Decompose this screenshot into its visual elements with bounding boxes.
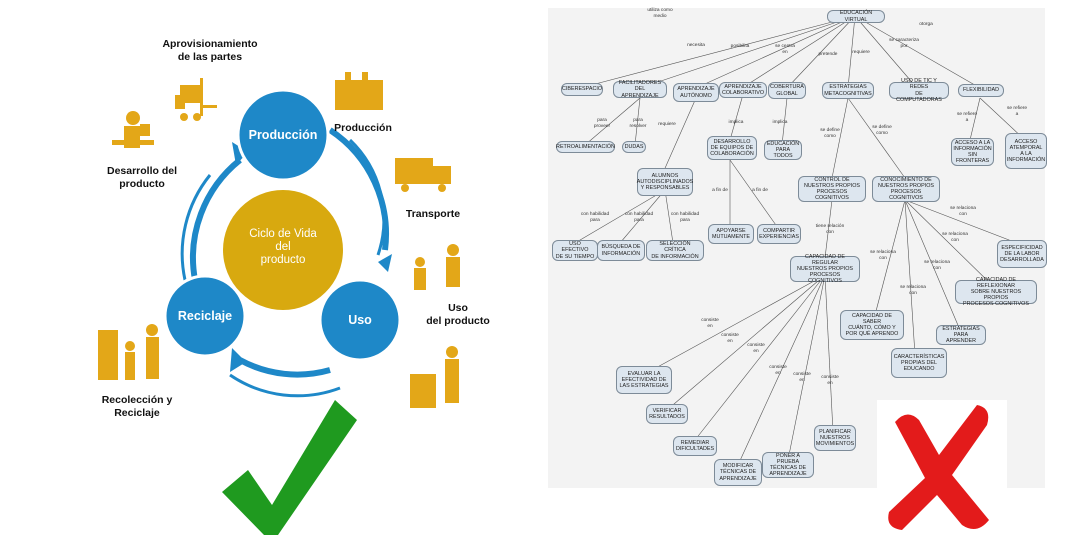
edge-label-requiere: requiere bbox=[852, 50, 870, 55]
edge-label-cons3: consiste en bbox=[747, 343, 765, 354]
concept-node-busqueda: BÚSQUEDA DE INFORMACIÓN bbox=[597, 240, 645, 261]
supply-label: Aprovisionamiento de las partes bbox=[162, 38, 258, 63]
people-icon bbox=[414, 244, 460, 290]
edge-label-caracteriza: se caracteriza por bbox=[889, 38, 919, 49]
edge-label-cons2: consiste en bbox=[721, 333, 739, 344]
concept-node-verificar: VERIFICAR RESULTADOS bbox=[646, 404, 688, 424]
concept-node-facilitadores: FACILITADORES DEL APRENDIZAJE bbox=[613, 80, 667, 99]
concept-node-cobertura: COBERTURA GLOBAL bbox=[768, 82, 806, 99]
use-circle bbox=[318, 278, 402, 362]
concept-node-educacion-todos: EDUCACIÓN PARA TODOS bbox=[764, 140, 802, 160]
concept-node-evaluar: EVALUAR LA EFECTIVIDAD DE LAS ESTRATEGIA… bbox=[616, 366, 672, 394]
edge-label-habilidad2: con habilidad para bbox=[624, 212, 654, 223]
development-label: Desarrollo del producto bbox=[106, 165, 178, 190]
center-circle bbox=[223, 190, 343, 310]
production-circle-label: Producción bbox=[248, 128, 318, 142]
concept-node-capacidad-regular: CAPACIDAD DE REGULAR NUESTROS PROPIOS PR… bbox=[790, 254, 860, 284]
edge-label-afin2: a fin de bbox=[752, 188, 768, 193]
edge-label-refiere2: se refiere a bbox=[1007, 106, 1027, 117]
edge-label-rel3: se relaciona con bbox=[924, 260, 950, 271]
factory-icon bbox=[335, 72, 383, 110]
edge-label-resolver: para resolver bbox=[629, 118, 647, 129]
concept-node-acceso-atemporal: ACCESO ATEMPORAL A LA INFORMACIÓN bbox=[1005, 133, 1047, 169]
cross-icon bbox=[888, 405, 989, 530]
edge-label-necesita: necesita bbox=[687, 43, 705, 48]
concept-node-tic: USO DE TIC Y REDES DE COMPUTADORAS bbox=[889, 78, 949, 103]
concept-node-seleccion: SELECCIÓN CRÍTICA DE INFORMACIÓN bbox=[646, 240, 704, 261]
edge-label-habilidad1: con habilidad para bbox=[580, 212, 610, 223]
concept-node-alumnos: ALUMNOS AUTODISCIPLINADOS Y RESPONSABLES bbox=[637, 168, 693, 196]
concept-node-colaborativo: APRENDIZAJE COLABORATIVO bbox=[719, 82, 767, 98]
edge-label-cons5: consiste en bbox=[793, 372, 811, 383]
edge-label-posibilita: posibilita bbox=[730, 44, 750, 49]
concept-node-estrategias-aprender: ESTRATEGIAS PARA APRENDER bbox=[936, 325, 986, 345]
concept-node-compartir: COMPARTIR EXPERIENCIAS bbox=[757, 224, 801, 244]
edge-label-cons6: consiste en bbox=[821, 375, 839, 386]
concept-node-ciberespacio: CIBERESPACIO bbox=[561, 83, 603, 96]
edge-label-implica2: implica bbox=[772, 120, 788, 125]
edge-label-implica: implica bbox=[728, 120, 744, 125]
edge-label-define2: se define como bbox=[872, 125, 892, 136]
concept-node-dudas: DUDAS bbox=[622, 141, 646, 153]
edge-label-cons1: consiste en bbox=[701, 318, 719, 329]
concept-node-especificidad: ESPECIFICIDAD DE LA LABOR DESARROLLADA bbox=[997, 240, 1047, 268]
concept-node-planificar: PLANIFICAR NUESTROS MOVIMIENTOS bbox=[814, 425, 856, 451]
edge-label-rel1: se relaciona con bbox=[870, 250, 896, 261]
designer-icon bbox=[112, 111, 154, 148]
arrow-head-icon bbox=[378, 254, 392, 272]
edge-label-refiere1: se refiere a bbox=[957, 112, 977, 123]
concept-node-modificar: MODIFICAR TÉCNICAS DE APRENDIZAJE bbox=[714, 459, 762, 486]
edge-label-habilidad3: con habilidad para bbox=[670, 212, 700, 223]
edge-label-relacion: tiene relación con bbox=[815, 224, 845, 235]
concept-node-retroalimentacion: RETROALIMENTACIÓN bbox=[556, 141, 615, 153]
recollection-label: Recolección y Reciclaje bbox=[101, 394, 173, 419]
concept-node-conocimiento: CONOCIMIENTO DE NUESTROS PROPIOS PROCESO… bbox=[872, 176, 940, 202]
transport-label: Transporte bbox=[405, 208, 461, 220]
edge-label-otorga: otorga bbox=[919, 22, 933, 27]
use-label: Uso del producto bbox=[426, 302, 490, 327]
concept-node-uso-tiempo: USO EFECTIVO DE SU TIEMPO bbox=[552, 240, 598, 261]
concept-node-control: CONTROL DE NUESTROS PROPIOS PROCESOS COG… bbox=[798, 176, 866, 202]
concept-node-root: EDUCACIÓN VIRTUAL bbox=[827, 10, 885, 23]
concept-node-metacognitivas: ESTRATEGIAS METACOGNITIVAS bbox=[822, 82, 874, 99]
forklift-icon bbox=[175, 78, 217, 121]
concept-node-equipos: DESARROLLO DE EQUIPOS DE COLABORACIÓN bbox=[707, 136, 757, 160]
edge-label-define1: se define como bbox=[820, 128, 840, 139]
edge-label-rel4: se relaciona con bbox=[942, 232, 968, 243]
arrow-head-icon bbox=[230, 348, 246, 372]
edge-label-afin1: a fin de bbox=[712, 188, 728, 193]
concept-node-poner: PONER A PRUEBA TÉCNICAS DE APRENDIZAJE bbox=[762, 452, 814, 478]
production-circle bbox=[236, 88, 330, 182]
concept-node-acceso-fronteras: ACCESO A LA INFORMACIÓN SIN FRONTERAS bbox=[951, 138, 994, 166]
concept-node-flexibilidad: FLEXIBILIDAD bbox=[958, 84, 1004, 97]
printer-icon bbox=[410, 346, 459, 408]
concept-node-apoyarse: APOYARSE MUTUAMENTE bbox=[708, 224, 754, 244]
concept-node-caracteristicas: CARACTERÍSTICAS PROPIAS DEL EDUCANDO bbox=[891, 348, 947, 378]
production-label: Producción bbox=[334, 122, 392, 134]
edge-label-rel2: se relaciona con bbox=[900, 285, 926, 296]
edge-label-proveer: para proveer bbox=[593, 118, 611, 129]
recycling-machine-icon bbox=[98, 324, 159, 380]
check-icon bbox=[222, 400, 357, 535]
cycle-ring bbox=[180, 127, 389, 398]
edge-label-cons4: consiste en bbox=[769, 365, 787, 376]
arrow-head-icon bbox=[232, 142, 248, 165]
use-circle-label: Uso bbox=[348, 313, 372, 327]
concept-node-autonomo: APRENDIZAJE AUTÓNOMO bbox=[673, 83, 719, 102]
concept-node-reflexionar: CAPACIDAD DE REFLEXIONAR SOBRE NUESTROS … bbox=[955, 277, 1037, 307]
truck-icon bbox=[395, 158, 451, 192]
recycling-circle bbox=[163, 274, 247, 358]
center-label: Ciclo de Vida del producto bbox=[249, 228, 317, 266]
recycling-circle-label: Reciclaje bbox=[177, 309, 233, 323]
edge-label-rel5: se relaciona con bbox=[950, 206, 976, 217]
edge-label-centra: se centra en bbox=[775, 44, 795, 55]
edge-label-utiliza: utiliza como medio bbox=[647, 8, 673, 19]
edge-label-requiere2: requiere bbox=[658, 122, 676, 127]
concept-node-remediar: REMEDIAR DIFICULTADES bbox=[673, 436, 717, 456]
concept-node-saber: CAPACIDAD DE SABER CUÁNTO, CÓMO Y POR QU… bbox=[840, 310, 904, 340]
edge-label-pretende: pretende bbox=[818, 52, 838, 57]
